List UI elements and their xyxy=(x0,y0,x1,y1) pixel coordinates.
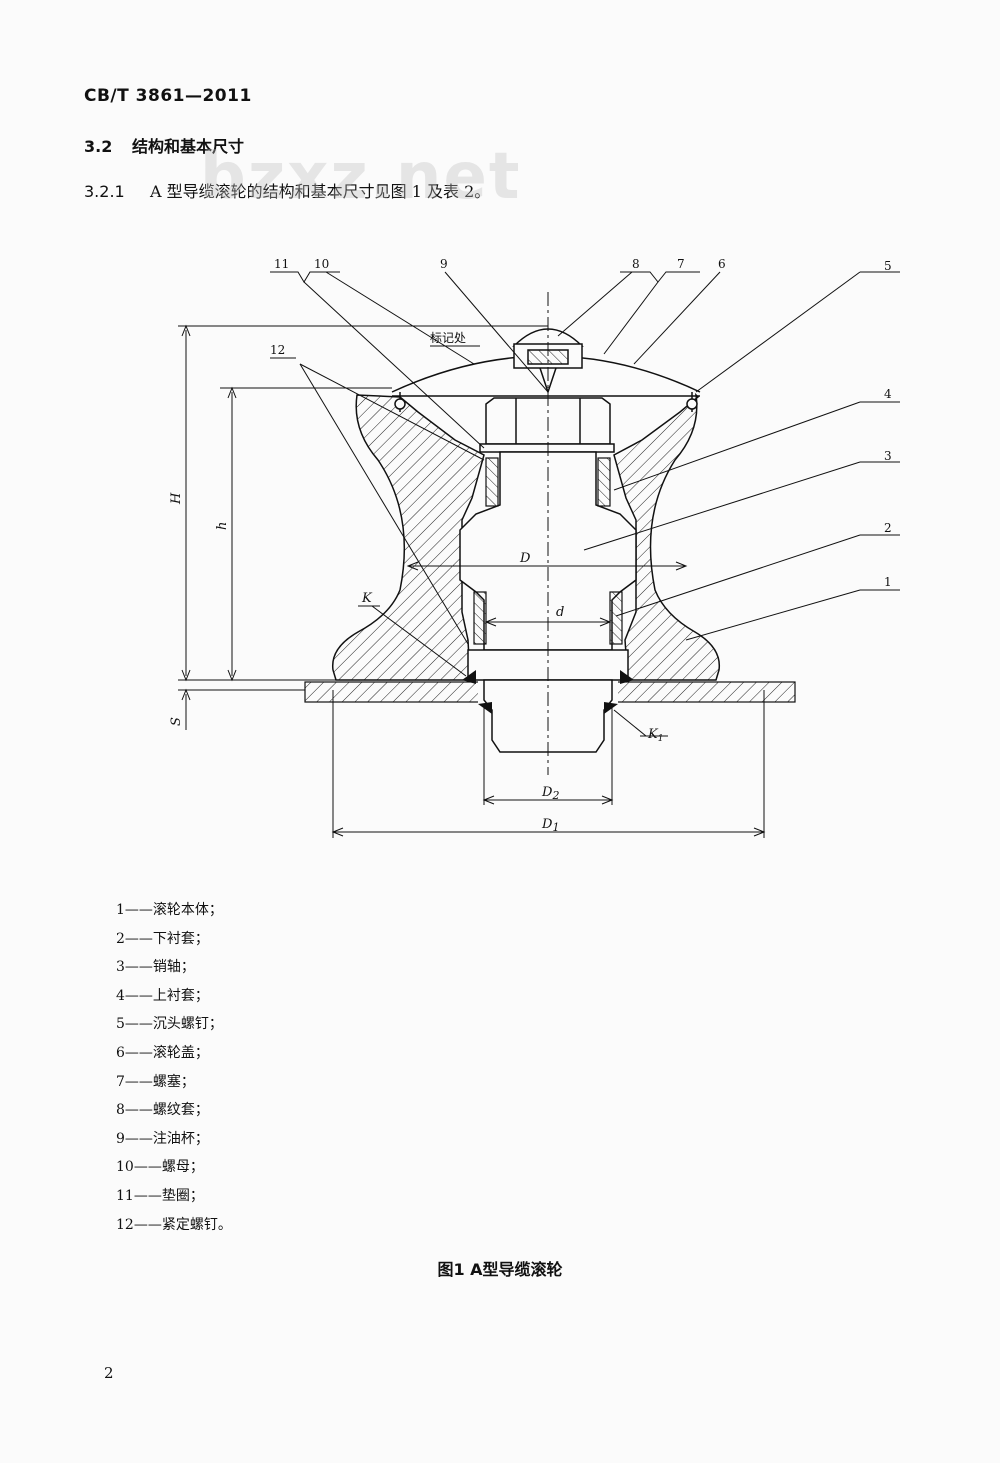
section-title: 结构和基本尺寸 xyxy=(132,137,245,156)
legend-item: 3——销轴； xyxy=(116,959,195,976)
page-number: 2 xyxy=(104,1364,114,1382)
watermark: bzxz.net xyxy=(200,140,522,214)
legend-item: 11——垫圈； xyxy=(116,1187,204,1204)
dim-label-H: H xyxy=(169,492,184,505)
part-label-7: 7 xyxy=(677,257,685,271)
figure-caption: 图1 A型导缆滚轮 xyxy=(437,1260,563,1279)
part-label-11: 11 xyxy=(274,257,289,271)
parts-legend: 1——滚轮本体； 2——下衬套； 3——销轴； 4——上衬套； 5——沉头螺钉；… xyxy=(116,900,232,1243)
dim-label-D2: D2 xyxy=(541,785,559,802)
legend-item: 10——螺母； xyxy=(116,1159,204,1176)
section-heading: 3.2 结构和基本尺寸 xyxy=(84,133,244,157)
subsection-number: 3.2.1 xyxy=(84,182,125,201)
legend-item: 8——螺纹套； xyxy=(116,1102,209,1119)
leader-lines xyxy=(270,271,900,737)
dim-label-D: D xyxy=(519,551,531,566)
subsection-text: A 型导缆滚轮的结构和基本尺寸见图 1 及表 2。 xyxy=(150,182,491,201)
legend-item: 6——滚轮盖； xyxy=(116,1044,209,1061)
dim-label-d: d xyxy=(556,605,564,620)
dim-label-S: S xyxy=(169,717,184,726)
standard-number: CB/T 3861—2011 xyxy=(84,86,252,106)
roller-drawing: 11 10 9 8 7 6 5 4 3 2 1 12 标记处 H h S D d… xyxy=(169,257,900,838)
legend-item: 4——上衬套； xyxy=(116,987,209,1004)
nut xyxy=(479,397,615,453)
legend-item: 12——紧定螺钉。 xyxy=(116,1216,232,1233)
dimension-lines xyxy=(178,324,766,838)
subsection-paragraph: 3.2.1 A 型导缆滚轮的结构和基本尺寸见图 1 及表 2。 xyxy=(84,178,490,202)
dim-label-K1: K1 xyxy=(647,727,663,744)
part-label-10: 10 xyxy=(314,257,329,271)
part-label-5: 5 xyxy=(884,259,892,273)
welds xyxy=(462,670,634,714)
part-label-3: 3 xyxy=(884,449,892,463)
part-label-6: 6 xyxy=(718,257,726,271)
part-label-4: 4 xyxy=(884,387,892,401)
legend-item: 1——滚轮本体； xyxy=(116,902,223,918)
legend-item: 5——沉头螺钉； xyxy=(116,1016,223,1033)
dim-label-K: K xyxy=(361,591,373,606)
part-label-2: 2 xyxy=(884,521,892,535)
part-label-9: 9 xyxy=(440,257,448,271)
dim-label-h: h xyxy=(215,522,230,530)
marking-note: 标记处 xyxy=(430,331,466,345)
part-label-1: 1 xyxy=(884,575,892,589)
legend-item: 2——下衬套； xyxy=(116,930,209,947)
roller-body xyxy=(331,392,721,681)
legend-item: 7——螺塞； xyxy=(116,1073,195,1090)
part-label-8: 8 xyxy=(632,257,640,271)
section-number: 3.2 xyxy=(84,137,113,156)
legend-item: 9——注油杯； xyxy=(116,1130,209,1147)
dim-label-D1: D1 xyxy=(541,817,559,834)
part-label-12: 12 xyxy=(270,343,285,357)
bushings xyxy=(473,457,623,645)
